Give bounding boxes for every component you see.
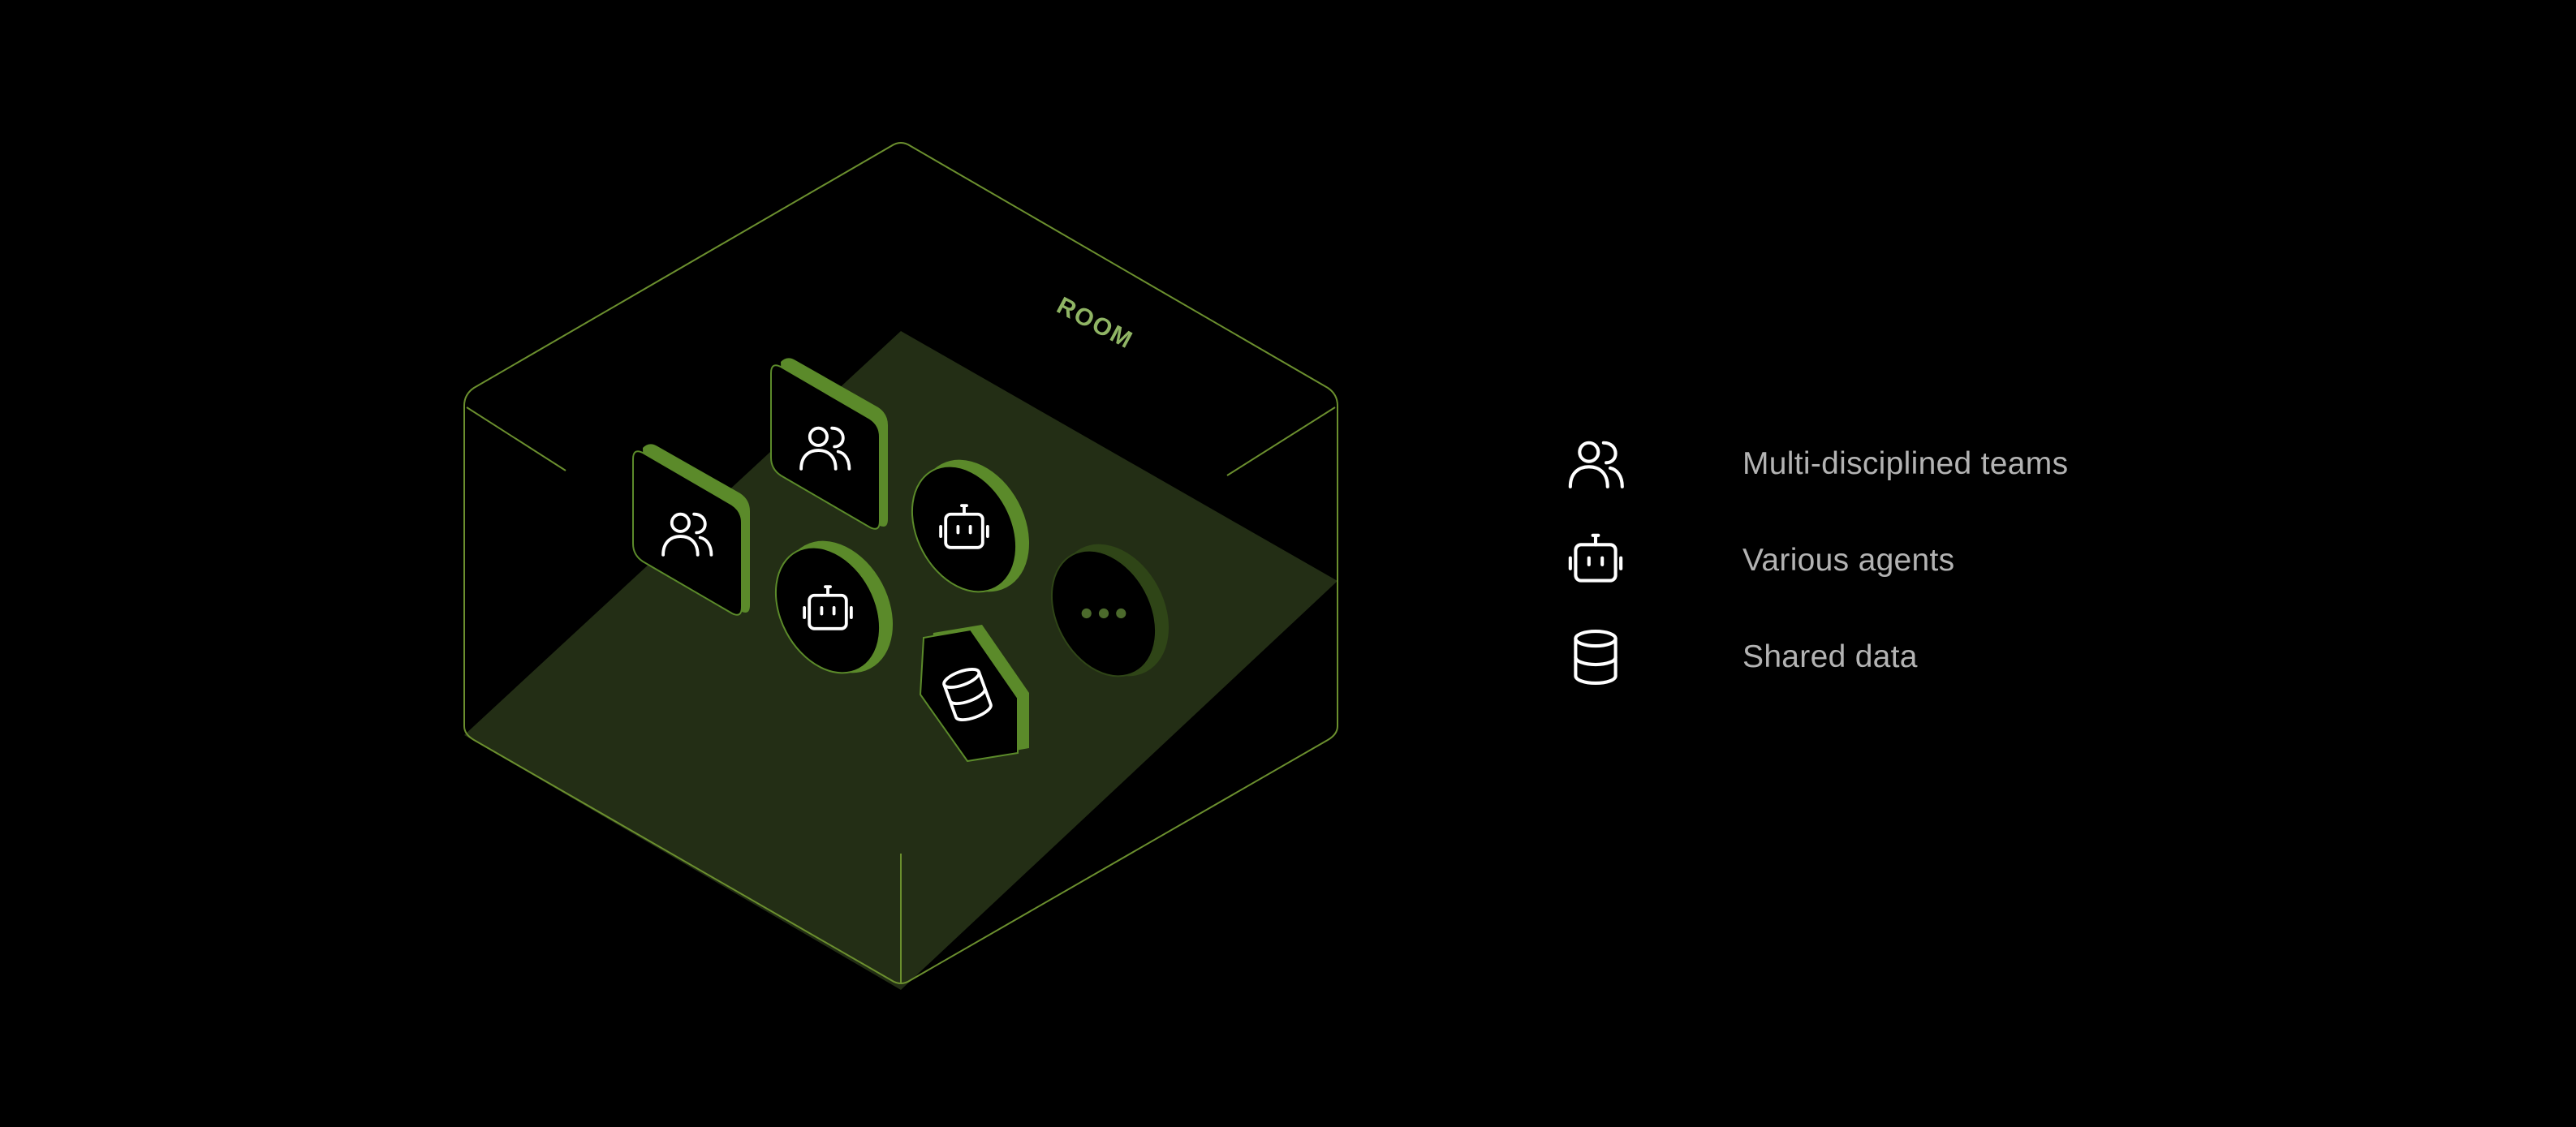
legend-item-teams: Multi-disciplined teams bbox=[1562, 432, 2212, 497]
team-token-back bbox=[770, 358, 888, 530]
room-label: ROOM bbox=[1053, 292, 1138, 355]
room-back-edge-left bbox=[466, 406, 566, 471]
team-token-left bbox=[632, 444, 750, 616]
legend-label: Multi-disciplined teams bbox=[1742, 446, 2069, 481]
room-top-edge bbox=[463, 142, 1338, 984]
legend-item-data: Shared data bbox=[1562, 625, 2212, 690]
room-floor bbox=[464, 331, 1338, 990]
database-icon bbox=[1562, 624, 1629, 690]
agent-token-front bbox=[774, 540, 894, 674]
legend-label: Shared data bbox=[1742, 639, 1918, 674]
room-back-edge-right bbox=[1226, 406, 1336, 476]
legend-item-agents: Various agents bbox=[1562, 528, 2212, 593]
team-icon bbox=[1562, 431, 1629, 497]
agent-token-back bbox=[911, 459, 1030, 593]
robot-icon bbox=[1562, 527, 1629, 594]
room-box: ROOM bbox=[463, 142, 1338, 990]
more-token bbox=[1050, 544, 1170, 677]
more-dots-icon bbox=[1081, 608, 1126, 619]
data-token bbox=[919, 625, 1029, 763]
legend-label: Various agents bbox=[1742, 543, 1955, 578]
